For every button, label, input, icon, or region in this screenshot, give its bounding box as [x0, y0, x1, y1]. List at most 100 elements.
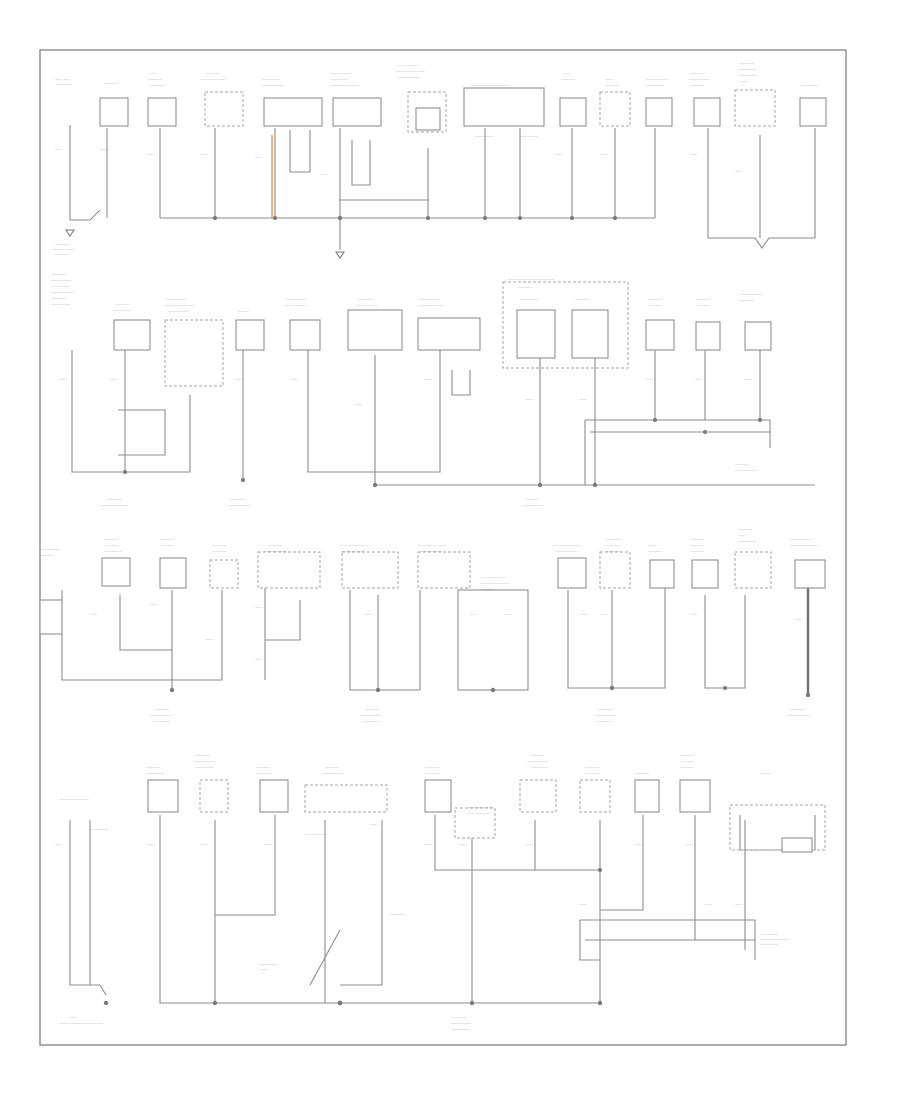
svg-text:—————: ————— [738, 67, 756, 71]
svg-text:————: ———— [518, 285, 533, 289]
svg-text:——: —— [600, 152, 608, 156]
svg-text:——————: —————— [360, 713, 382, 717]
svg-text:——: —— [365, 612, 373, 616]
svg-text:————————: ———————— [60, 797, 89, 801]
svg-text:——: —— [580, 612, 588, 616]
svg-text:——: —— [355, 402, 363, 406]
svg-text:————: ———— [690, 537, 705, 541]
svg-text:————: ———— [598, 707, 613, 711]
svg-text:————: ———— [160, 543, 175, 547]
svg-text:——: —— [460, 842, 468, 846]
svg-text:————————: ———————— [330, 83, 359, 87]
svg-text:———————: ——————— [480, 575, 506, 579]
svg-text:——: —— [255, 605, 263, 609]
svg-text:——: —— [370, 822, 378, 826]
svg-text:————: ———— [606, 537, 621, 541]
svg-text:——————: —————— [50, 278, 72, 282]
svg-text:——: —— [690, 152, 698, 156]
svg-text:——————: —————— [305, 832, 327, 836]
svg-text:—————: ————— [800, 83, 818, 87]
svg-text:——: —— [147, 152, 155, 156]
row-3-circuits: —————————— ————————————— ———————— ——————… [38, 527, 826, 723]
svg-text:————: ———— [606, 549, 621, 553]
svg-text:——: —— [255, 657, 263, 661]
svg-text:———————————: ——————————— [470, 83, 510, 87]
svg-text:——: —— [695, 377, 703, 381]
svg-text:——————: —————— [646, 77, 668, 81]
svg-text:————: ———— [390, 912, 405, 916]
svg-text:————————: ———————— [480, 581, 509, 585]
svg-text:——————: —————— [450, 1021, 472, 1025]
svg-text:——————: —————— [595, 713, 617, 717]
svg-text:——————: —————— [38, 547, 60, 551]
svg-text:——————: —————— [688, 77, 710, 81]
row-1-circuits: —— —————— ———— —————————— ——————————— ——… [52, 61, 827, 259]
svg-text:——: —— [55, 842, 63, 846]
svg-text:——: —— [735, 169, 743, 173]
svg-text:————————————: ———————————— [60, 1021, 104, 1025]
svg-text:————: ———— [358, 297, 373, 301]
svg-text:——————: —————— [468, 811, 490, 815]
svg-text:————: ———— [648, 549, 663, 553]
svg-text:————: ———— [790, 707, 805, 711]
svg-text:——: —— [110, 377, 118, 381]
svg-text:——————: —————— [555, 549, 577, 553]
svg-text:—————: ————— [104, 549, 122, 553]
svg-text:———: ——— [238, 309, 249, 313]
svg-text:————: ———— [256, 765, 271, 769]
svg-text:————: ———— [525, 497, 540, 501]
svg-text:——: —— [745, 377, 753, 381]
svg-text:—— ——: —— —— [55, 77, 71, 81]
diagram-frame [39, 49, 847, 1046]
svg-text:—— ———: —— ——— [398, 63, 418, 67]
svg-text:————: ———— [680, 765, 695, 769]
svg-text:—————: ————— [520, 297, 538, 301]
svg-text:——————: —————— [52, 290, 74, 294]
svg-text:————————: ———————— [552, 543, 581, 547]
svg-text:————: ———— [696, 297, 711, 301]
svg-text:————: ———— [104, 537, 119, 541]
svg-text:————: ———— [146, 765, 161, 769]
svg-text:————————: ———————— [340, 543, 369, 547]
svg-text:————: ———— [648, 297, 663, 301]
svg-text:————————: ———————— [396, 69, 425, 73]
svg-text:——: —— [795, 617, 803, 621]
svg-text:————: ———— [115, 302, 130, 306]
svg-text:————: ———— [425, 765, 440, 769]
svg-text:————: ———— [696, 303, 711, 307]
svg-text:————: ———— [585, 771, 600, 775]
svg-text:——: —— [690, 612, 698, 616]
svg-text:——————: —————— [165, 297, 187, 301]
svg-text:——————: —————— [265, 549, 287, 553]
svg-text:————: ———— [735, 462, 750, 466]
svg-text:——————: —————— [740, 292, 762, 296]
svg-text:——: —— [505, 612, 513, 616]
svg-text:——: —— [60, 377, 68, 381]
svg-text:—————: ————— [738, 73, 756, 77]
svg-text:——: —— [580, 397, 588, 401]
svg-text:——: —— [425, 377, 433, 381]
svg-text:——: —— [525, 842, 533, 846]
svg-text:————: ———— [606, 543, 621, 547]
svg-text:————: ———— [690, 549, 705, 553]
svg-text:————: ———— [425, 771, 440, 775]
row-4-circuits: ———————— ————————— ——————————————— —————… [55, 753, 826, 1031]
svg-text:————: ———— [680, 759, 695, 763]
svg-text:——————: —————— [522, 503, 544, 507]
svg-text:—————: ————— [152, 719, 170, 723]
svg-text:————————: ———————— [100, 503, 129, 507]
svg-text:————: ———— [212, 543, 227, 547]
svg-text:———————: ——————— [200, 77, 226, 81]
svg-text:————: ———— [690, 83, 705, 87]
svg-text:————————: ———————— [418, 543, 447, 547]
svg-text:——————: —————— [330, 71, 352, 75]
svg-text:——————: —————— [194, 759, 216, 763]
svg-text:——: —— [555, 152, 563, 156]
svg-text:—————: ————— [262, 77, 280, 81]
svg-text:—————: ————— [146, 771, 164, 775]
svg-text:————: ———— [160, 537, 175, 541]
svg-text:————: ———— [680, 753, 695, 757]
svg-text:————: ———— [104, 543, 119, 547]
svg-text:—————: ————— [113, 308, 131, 312]
